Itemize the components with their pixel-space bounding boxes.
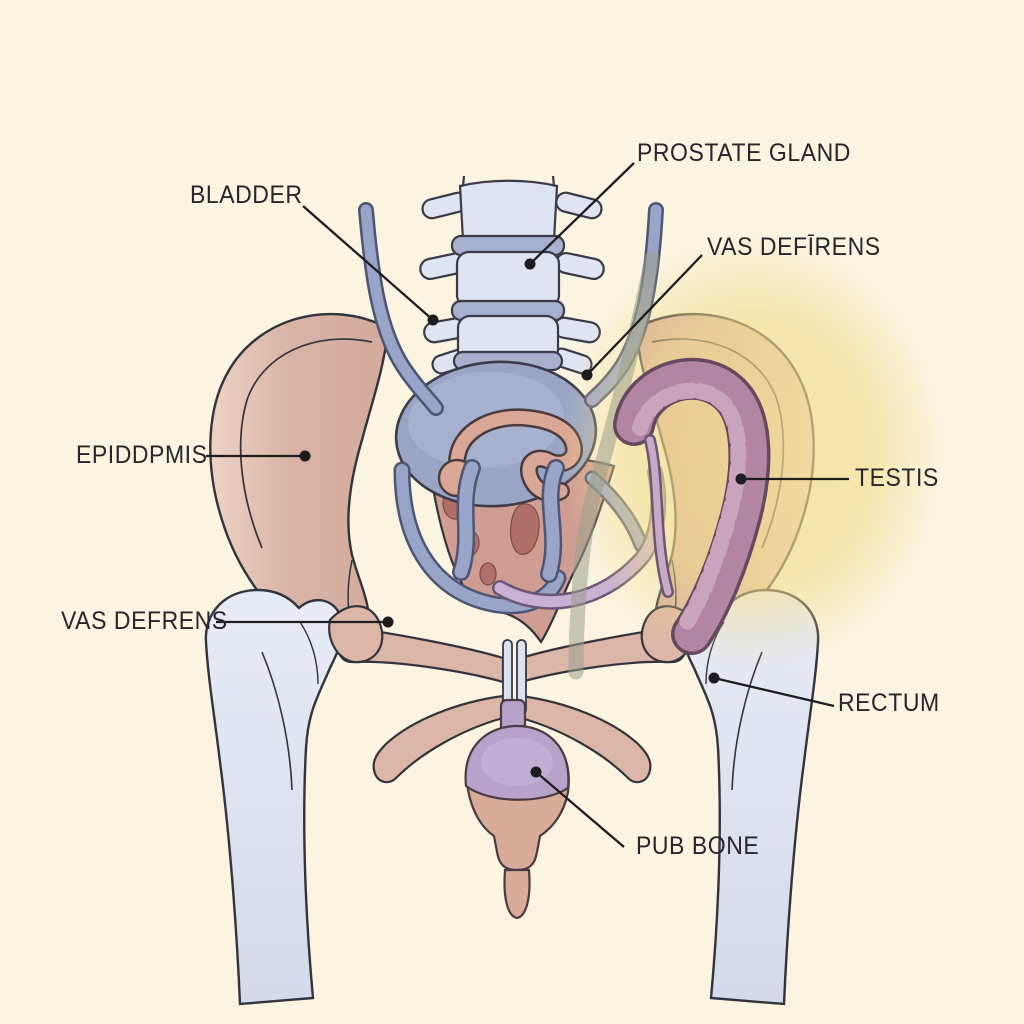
label-rectum: RECTUM (838, 689, 940, 717)
leader-lines (206, 162, 849, 848)
transverse-processes (419, 191, 605, 375)
label-vas-deferens-right: VAS DEFĪRENS (707, 233, 881, 261)
left-femur (204, 588, 344, 1006)
label-prostate-gland: PROSTATE GLAND (637, 139, 851, 167)
label-vas-deferens-left: VAS DEFRENS (61, 607, 228, 635)
vertebrae (450, 175, 566, 372)
pubic-rami (328, 605, 696, 784)
spermatic-cord (568, 250, 660, 680)
pubic-symphysis (502, 639, 527, 715)
label-testis: TESTIS (855, 464, 939, 492)
label-pubic-bone: PUB BONE (636, 832, 760, 860)
epididymis-coil (613, 357, 771, 655)
pubic-bulb (464, 698, 570, 920)
label-bladder: BLADDER (190, 181, 303, 209)
label-epididymis: EPIDDPMIS (76, 441, 208, 469)
